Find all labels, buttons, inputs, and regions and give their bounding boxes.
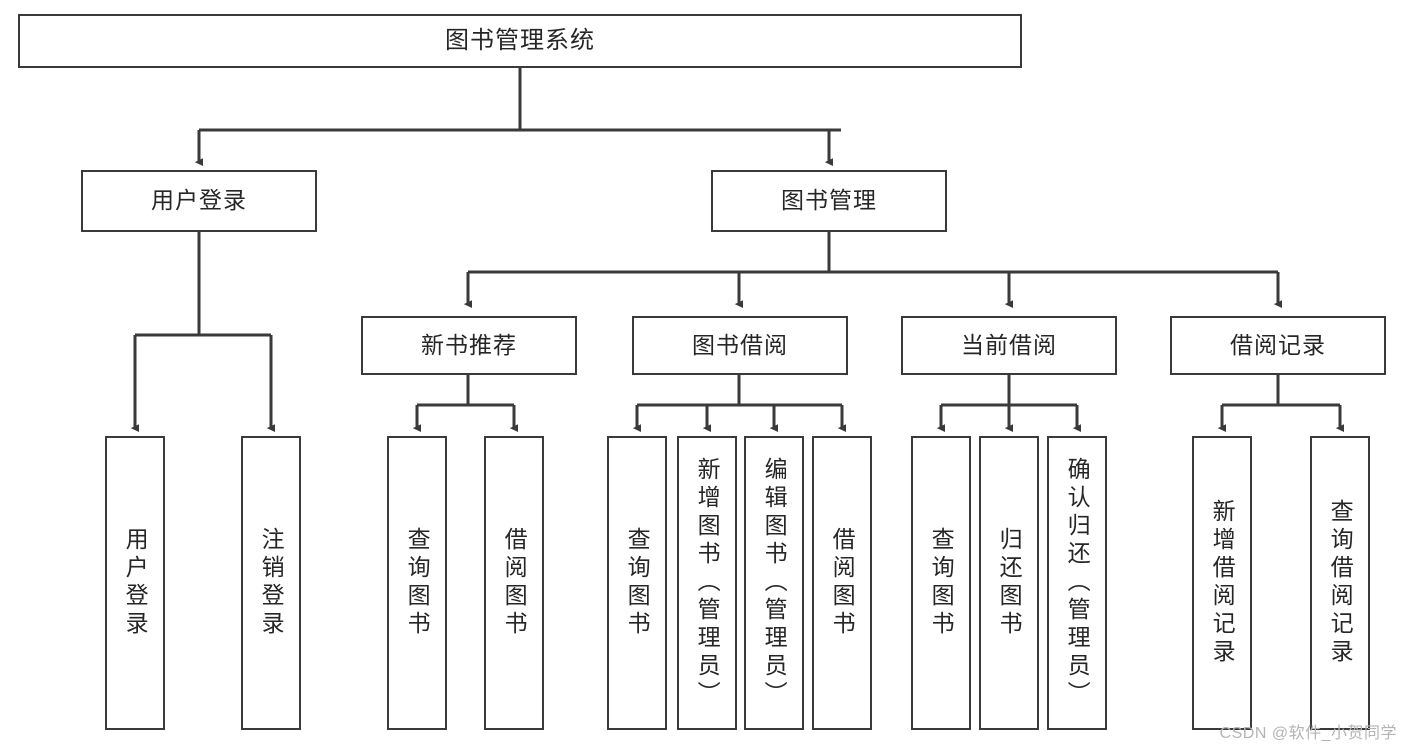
node-label: 借阅记录: [1230, 331, 1326, 358]
leaf-borrow-book-borrowing[interactable]: 借阅图书: [812, 436, 872, 730]
leaf-add-borrowing-record[interactable]: 新增借阅记录: [1192, 436, 1252, 730]
node-root-book-management-system[interactable]: 图书管理系统: [18, 14, 1022, 68]
node-label: 注销登录: [258, 527, 285, 639]
node-book-borrowing[interactable]: 图书借阅: [632, 316, 848, 375]
leaf-borrow-book-new-recommendation[interactable]: 借阅图书: [484, 436, 544, 730]
node-label: 确认归还（管理员）: [1064, 457, 1091, 709]
node-label: 当前借阅: [961, 331, 1057, 358]
leaf-query-book-current-borrowing[interactable]: 查询图书: [911, 436, 971, 730]
node-label: 图书管理: [781, 187, 877, 214]
csdn-watermark: CSDN @软件_小贺同学: [1219, 725, 1397, 742]
leaf-return-book[interactable]: 归还图书: [979, 436, 1039, 730]
leaf-query-book-new-recommendation[interactable]: 查询图书: [387, 436, 447, 730]
node-label: 借阅图书: [829, 527, 856, 639]
leaf-edit-book-admin[interactable]: 编辑图书（管理员）: [744, 436, 804, 730]
leaf-query-borrowing-record[interactable]: 查询借阅记录: [1310, 436, 1370, 730]
leaf-query-book-borrowing[interactable]: 查询图书: [607, 436, 667, 730]
node-new-book-recommendation[interactable]: 新书推荐: [361, 316, 577, 375]
node-label: 编辑图书（管理员）: [761, 457, 788, 709]
node-label: 新书推荐: [421, 331, 517, 358]
node-label: 查询图书: [404, 527, 431, 639]
leaf-confirm-return-admin[interactable]: 确认归还（管理员）: [1047, 436, 1107, 730]
node-label: 用户登录: [151, 187, 247, 214]
node-label: 图书管理系统: [445, 26, 595, 54]
node-label: 查询图书: [624, 527, 651, 639]
leaf-add-book-admin[interactable]: 新增图书（管理员）: [677, 436, 737, 730]
node-label: 借阅图书: [501, 527, 528, 639]
node-label: 新增图书（管理员）: [694, 457, 721, 709]
node-book-management[interactable]: 图书管理: [711, 170, 947, 232]
node-borrowing-records[interactable]: 借阅记录: [1170, 316, 1386, 375]
leaf-logout-login[interactable]: 注销登录: [241, 436, 301, 730]
node-label: 查询图书: [928, 527, 955, 639]
node-label: 图书借阅: [692, 331, 788, 358]
node-label: 用户登录: [122, 527, 149, 639]
node-current-borrowing[interactable]: 当前借阅: [901, 316, 1117, 375]
leaf-user-login[interactable]: 用户登录: [105, 436, 165, 730]
node-label: 新增借阅记录: [1209, 499, 1236, 667]
node-label: 归还图书: [996, 527, 1023, 639]
node-label: 查询借阅记录: [1327, 499, 1354, 667]
node-user-login[interactable]: 用户登录: [81, 170, 317, 232]
